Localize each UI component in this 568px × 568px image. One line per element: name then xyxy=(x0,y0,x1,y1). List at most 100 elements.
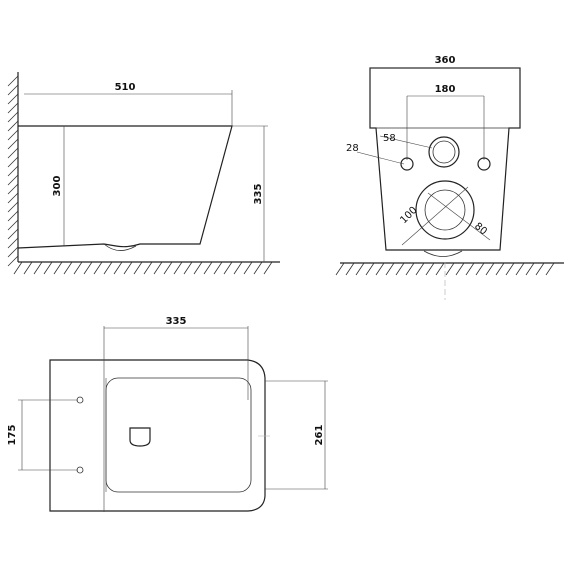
hatch-line xyxy=(43,261,53,275)
rear-view: 360 180 58 28 100 80 xyxy=(335,55,564,300)
hatch-line xyxy=(143,261,153,275)
hatch-line xyxy=(33,261,43,275)
hatch-line xyxy=(455,262,465,276)
hatch-line xyxy=(203,261,213,275)
rear-floor-hatching xyxy=(335,262,564,276)
top-bolt-spacing-label: 175 xyxy=(7,425,18,446)
dim-top-seat-width: 261 xyxy=(265,380,328,490)
hatch-line xyxy=(53,261,63,275)
hatch-line xyxy=(7,111,19,123)
hatch-line xyxy=(23,261,33,275)
rear-outlet-inner-label: 80 xyxy=(472,221,489,238)
dim-top-bolt-spacing: 175 xyxy=(7,399,78,471)
hatch-line xyxy=(263,261,273,275)
hatch-line xyxy=(7,201,19,213)
hatch-line xyxy=(83,261,93,275)
hatch-line xyxy=(405,262,415,276)
rear-outlet-curve xyxy=(423,250,463,257)
top-depth-label: 335 xyxy=(166,316,187,327)
hatch-line xyxy=(123,261,133,275)
hatch-line xyxy=(193,261,203,275)
hatch-line xyxy=(7,210,19,222)
hatch-line xyxy=(7,75,19,87)
hatch-line xyxy=(7,228,19,240)
top-drain-opening xyxy=(129,427,151,447)
hatch-line xyxy=(7,219,19,231)
hatch-line xyxy=(7,120,19,132)
hatch-line xyxy=(163,261,173,275)
dim-side-overall-height: 335 xyxy=(232,125,268,262)
rear-inlet-diameter-label: 58 xyxy=(383,133,396,144)
hatch-line xyxy=(415,262,425,276)
hatch-line xyxy=(183,261,193,275)
hatch-line xyxy=(545,262,555,276)
hatch-line xyxy=(73,261,83,275)
hatch-line xyxy=(7,129,19,141)
hatch-line xyxy=(153,261,163,275)
dim-side-length: 510 xyxy=(24,82,233,126)
side-bowl-outline xyxy=(17,125,233,249)
hatch-line xyxy=(7,237,19,249)
hatch-line xyxy=(515,262,525,276)
dim-side-height: 300 xyxy=(52,126,65,246)
hatch-line xyxy=(7,102,19,114)
dim-top-depth: 335 xyxy=(104,316,248,329)
hatch-line xyxy=(213,261,223,275)
rear-body-outline xyxy=(369,67,521,251)
hatch-line xyxy=(7,165,19,177)
hatch-line xyxy=(113,261,123,275)
dim-rear-width: 360 xyxy=(370,55,520,69)
dim-rear-bolt-spacing: 180 xyxy=(406,84,485,160)
hatch-line xyxy=(475,262,485,276)
rear-bolt-hole-left xyxy=(400,157,414,171)
hatch-line xyxy=(133,261,143,275)
hatch-line xyxy=(7,255,19,267)
rear-width-label: 360 xyxy=(435,55,456,66)
hatch-line xyxy=(445,262,455,276)
hatch-line xyxy=(7,246,19,258)
rear-inlet-outer xyxy=(428,136,460,168)
hatch-line xyxy=(385,262,395,276)
hatch-line xyxy=(63,261,73,275)
hatch-line xyxy=(223,261,233,275)
rear-bolt-spacing-label: 180 xyxy=(435,84,456,95)
hatch-line xyxy=(535,262,545,276)
hatch-line xyxy=(7,174,19,186)
hatch-line xyxy=(7,84,19,96)
rear-inlet-inner xyxy=(432,140,456,164)
hatch-line xyxy=(93,261,103,275)
side-outlet-curve xyxy=(103,243,137,251)
hatch-line xyxy=(7,147,19,159)
hatch-line xyxy=(13,261,23,275)
wall-hatching xyxy=(7,72,19,267)
hatch-line xyxy=(345,262,355,276)
hatch-line xyxy=(173,261,183,275)
side-overall-height-label: 335 xyxy=(253,184,264,205)
top-view: 335 175 261 xyxy=(7,316,328,512)
rear-bolt-diameter-label: 28 xyxy=(346,143,359,154)
hatch-line xyxy=(465,262,475,276)
hatch-line xyxy=(7,93,19,105)
side-floor-hatching xyxy=(13,261,280,275)
hatch-line xyxy=(495,262,505,276)
rear-outlet-inner xyxy=(424,189,466,231)
hatch-line xyxy=(7,138,19,150)
hatch-line xyxy=(7,183,19,195)
rear-bolt-hole-right xyxy=(477,157,491,171)
top-inner-bowl xyxy=(105,377,252,493)
hatch-line xyxy=(365,262,375,276)
side-view: 510 300 335 xyxy=(7,72,280,275)
hatch-line xyxy=(253,261,263,275)
hatch-line xyxy=(505,262,515,276)
hatch-line xyxy=(103,261,113,275)
hatch-line xyxy=(7,192,19,204)
hatch-line xyxy=(355,262,365,276)
hatch-line xyxy=(233,261,243,275)
hatch-line xyxy=(335,262,345,276)
hatch-line xyxy=(375,262,385,276)
top-outer-outline xyxy=(49,359,266,512)
hatch-line xyxy=(425,262,435,276)
hatch-line xyxy=(7,156,19,168)
side-height-label: 300 xyxy=(52,176,63,197)
